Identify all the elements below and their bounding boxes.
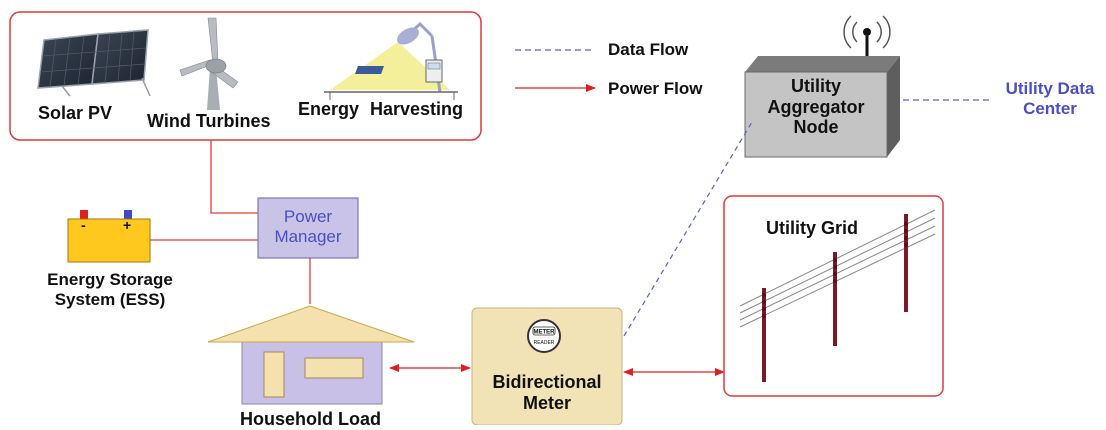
antenna-icon [843,15,891,56]
power-manager-box [257,197,359,259]
power-manager-label: Power Manager [258,207,358,246]
battery-minus-sign: - [81,217,86,233]
ess-line1: Energy Storage [47,270,173,289]
legend-power-flow-label: Power Flow [608,79,703,98]
aggregator-line2: Aggregator [767,96,865,117]
aggregator-node-box [744,56,900,158]
battery-icon [67,210,151,263]
aggregator-line1: Utility [790,76,841,96]
solar-pv-label: Solar PV [38,103,113,123]
household-load-label: Household Load [240,409,381,429]
power-link-sources-manager [210,140,258,214]
data-center-label: Utility Data Center [994,79,1106,118]
energy-harvesting-icon [324,21,458,100]
energy-label: Energy [298,99,360,119]
meter-box [471,307,623,425]
wind-turbine-icon [179,17,239,110]
power-manager-line2: Manager [274,226,342,246]
data-center-line2: Center [1023,98,1077,118]
meter-badge-top: METER [534,330,556,336]
meter-label: Bidirectional Meter [472,372,622,413]
harvesting-label: Harvesting [370,99,464,119]
battery-plus-sign: + [123,217,132,233]
meter-reader-icon: METER READER [527,319,561,353]
aggregator-line3: Node [793,117,839,138]
utility-grid-label: Utility Grid [766,218,859,238]
power-manager-line1: Power [283,207,333,226]
data-center-line1: Utility Data [1005,79,1095,98]
ess-line2: System (ESS) [54,289,166,309]
meter-line2: Meter [522,392,571,413]
solar-panel-icon [37,29,151,97]
ess-label: Energy Storage System (ESS) [30,270,190,309]
data-link-meter-aggregator [623,121,753,337]
aggregator-label: Utility Aggregator Node [745,76,887,138]
power-lines-icon [739,209,936,382]
legend-data-flow-label: Data Flow [608,40,689,59]
house-icon [207,305,415,405]
meter-badge-bottom: READER [534,340,555,346]
meter-line1: Bidirectional [492,372,602,392]
wind-turbines-label: Wind Turbines [147,111,271,131]
